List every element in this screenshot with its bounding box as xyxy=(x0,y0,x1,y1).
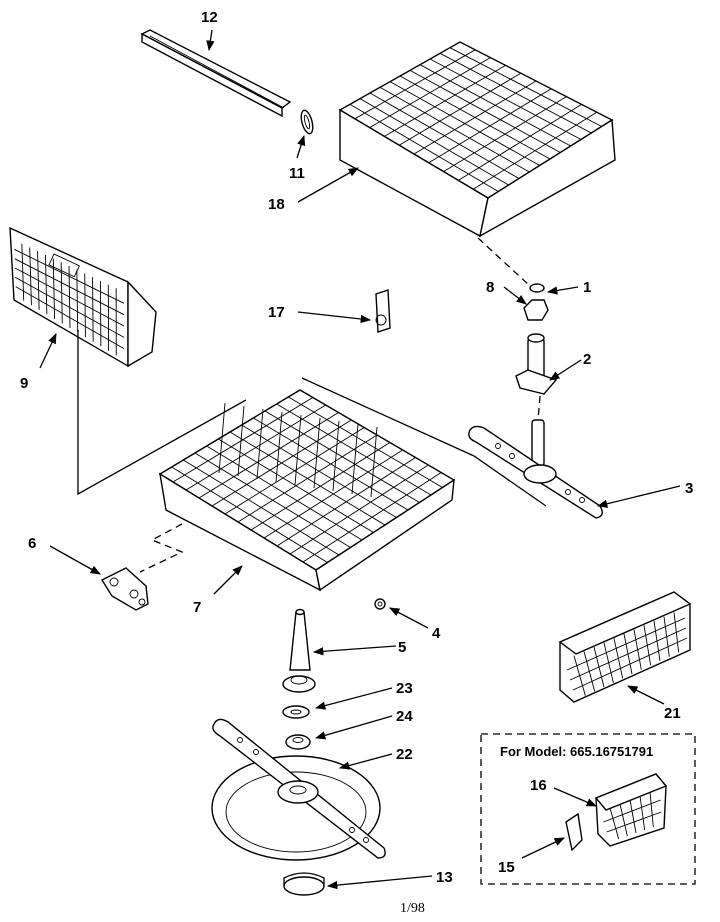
callout-3: 3 xyxy=(685,480,693,497)
callout-13: 13 xyxy=(436,869,453,886)
callout-9: 9 xyxy=(20,375,28,392)
lower-spray-arm-part xyxy=(211,718,386,861)
wire-line xyxy=(172,397,314,483)
callout-5: 5 xyxy=(398,639,406,656)
upper-rack-part xyxy=(338,41,616,238)
wire-line xyxy=(428,88,552,164)
wire-line xyxy=(14,258,125,316)
leader-lines xyxy=(39,29,681,890)
wire-line xyxy=(289,464,429,555)
side-panel-part xyxy=(9,226,157,368)
wire-line xyxy=(294,414,302,486)
wire-line xyxy=(263,449,403,539)
wire-line xyxy=(370,426,378,498)
wire-line xyxy=(566,617,686,671)
wire-line xyxy=(606,811,662,833)
wire-line xyxy=(14,248,125,304)
small-washer-part xyxy=(374,598,386,610)
callout-12: 12 xyxy=(201,9,218,26)
callout-22: 22 xyxy=(396,746,413,763)
wheel-bracket-part xyxy=(100,567,149,611)
wire-line xyxy=(15,276,125,338)
wire-line xyxy=(369,57,491,128)
callout-24: 24 xyxy=(396,708,413,725)
callout-7: 7 xyxy=(193,599,201,616)
wire-line xyxy=(276,457,416,547)
small-hook-part xyxy=(565,812,583,852)
hub-assembly-part xyxy=(515,283,558,395)
wire-line xyxy=(472,111,598,190)
feed-tube-part xyxy=(282,608,316,693)
wire-line xyxy=(572,637,688,691)
ring-part xyxy=(283,872,325,896)
wire-line xyxy=(639,795,646,831)
callout-18: 18 xyxy=(268,196,285,213)
wire-line xyxy=(185,404,326,491)
wire-line xyxy=(302,472,442,563)
callout-8: 8 xyxy=(486,279,494,296)
wire-line xyxy=(237,405,245,477)
callout-17: 17 xyxy=(268,304,285,321)
model-box: For Model: 665.16751791 xyxy=(480,733,696,885)
washer-parts xyxy=(282,705,311,750)
wire-line xyxy=(15,286,125,350)
wire-line xyxy=(649,791,654,828)
callout-4: 4 xyxy=(432,625,441,642)
callout-labels: 12 11 18 1 8 2 3 17 9 6 7 4 5 23 24 22 1… xyxy=(20,9,693,886)
wire-line xyxy=(443,96,567,172)
callout-6: 6 xyxy=(28,535,36,552)
wire-line xyxy=(224,427,365,515)
callout-1: 1 xyxy=(583,279,591,296)
callout-15: 15 xyxy=(498,859,515,876)
bracket-part xyxy=(375,289,391,333)
footer-date: 1/98 xyxy=(400,901,425,916)
callout-21: 21 xyxy=(664,705,681,722)
wire-line xyxy=(603,799,661,823)
silverware-basket-part xyxy=(558,591,692,703)
small-basket-part xyxy=(594,773,668,847)
wire-line xyxy=(218,402,226,474)
wire-line xyxy=(313,417,321,489)
clip-part xyxy=(300,109,314,135)
model-box-title: For Model: 665.16751791 xyxy=(500,744,653,759)
wire-line xyxy=(458,104,582,181)
wire-line xyxy=(398,72,522,146)
wire-line xyxy=(250,442,391,531)
wire-line xyxy=(354,49,476,120)
upper-spray-arm-part xyxy=(468,419,603,519)
callout-11: 11 xyxy=(289,165,305,182)
callout-16: 16 xyxy=(530,777,547,794)
wire-line xyxy=(569,627,687,681)
callout-23: 23 xyxy=(396,680,413,697)
lower-rack-part xyxy=(158,389,456,592)
wire-line xyxy=(198,412,339,499)
wire-line xyxy=(14,267,125,327)
wire-line xyxy=(619,803,628,837)
wire-line xyxy=(332,420,340,492)
wire-line xyxy=(237,434,378,523)
wire-line xyxy=(609,807,620,840)
wire-line xyxy=(384,65,506,137)
callout-2: 2 xyxy=(583,351,591,368)
wire-line xyxy=(275,411,283,483)
wire-line xyxy=(629,799,637,834)
wire-line xyxy=(256,408,264,480)
wire-line xyxy=(413,80,537,155)
wire-line xyxy=(211,419,352,507)
wire-line xyxy=(351,423,359,495)
rail-strip-part xyxy=(140,29,292,118)
